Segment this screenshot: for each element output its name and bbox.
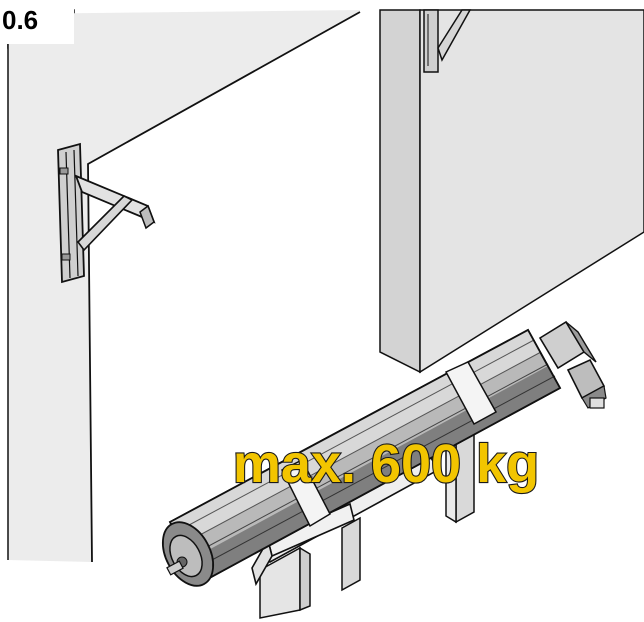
upper-bracket <box>423 9 472 73</box>
motor-icon <box>538 320 607 409</box>
step-number: 0.6 <box>0 0 74 44</box>
weight-label: max. 600 kg <box>233 434 539 494</box>
walls <box>7 9 644 563</box>
wall-bracket-icon <box>57 9 472 284</box>
strap-front <box>280 458 331 528</box>
strap-back <box>444 361 498 426</box>
left-wall-front <box>8 10 360 562</box>
roller-drum-icon <box>161 320 607 587</box>
right-wall-side <box>379 9 421 374</box>
left-wall-corner <box>87 11 361 563</box>
left-bracket <box>57 142 156 284</box>
right-wall-front <box>419 9 644 374</box>
